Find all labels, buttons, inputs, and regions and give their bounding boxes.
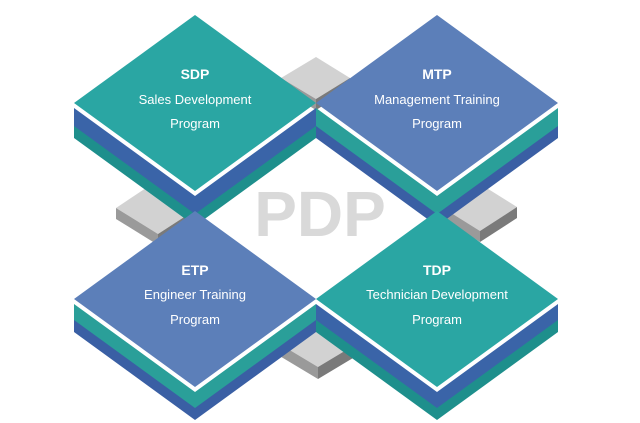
diamond-tdp-line2: Program: [412, 312, 462, 327]
diamond-sdp-layer-bottom: [74, 118, 316, 226]
diamond-etp-layer-bottom: [74, 314, 316, 420]
diamond-tdp-layer-bottom: [316, 314, 558, 420]
diamond-mtp: MTP Management Training Program: [316, 15, 558, 226]
diamond-etp: ETP Engineer Training Program: [74, 211, 316, 420]
center-label: PDP: [254, 178, 386, 250]
diamond-etp-top: [74, 211, 316, 387]
diamond-etp-abbr: ETP: [181, 262, 208, 278]
diamond-sdp-line1: Sales Development: [139, 92, 252, 107]
diamond-mtp-abbr: MTP: [422, 66, 452, 82]
program-diamonds: SDP Sales Development Program MTP Manage…: [74, 15, 558, 420]
diamond-sdp: SDP Sales Development Program: [74, 15, 316, 226]
diamond-mtp-line1: Management Training: [374, 92, 500, 107]
diamond-sdp-layer-mid: [74, 108, 316, 214]
diamond-sdp-top: [74, 15, 316, 191]
diamond-etp-line2: Program: [170, 312, 220, 327]
diamond-tdp-abbr: TDP: [423, 262, 451, 278]
diamond-sdp-line2: Program: [170, 116, 220, 131]
diamond-tdp: TDP Technician Development Program: [316, 211, 558, 420]
diamond-tdp-line1: Technician Development: [366, 287, 508, 302]
diamond-mtp-top: [316, 15, 558, 191]
diamond-sdp-abbr: SDP: [181, 66, 210, 82]
diamond-mtp-layer-mid: [316, 108, 558, 214]
diamond-mtp-layer-bottom: [316, 118, 558, 226]
diamond-mtp-line2: Program: [412, 116, 462, 131]
diamond-tdp-top: [316, 211, 558, 387]
diamond-etp-line1: Engineer Training: [144, 287, 246, 302]
